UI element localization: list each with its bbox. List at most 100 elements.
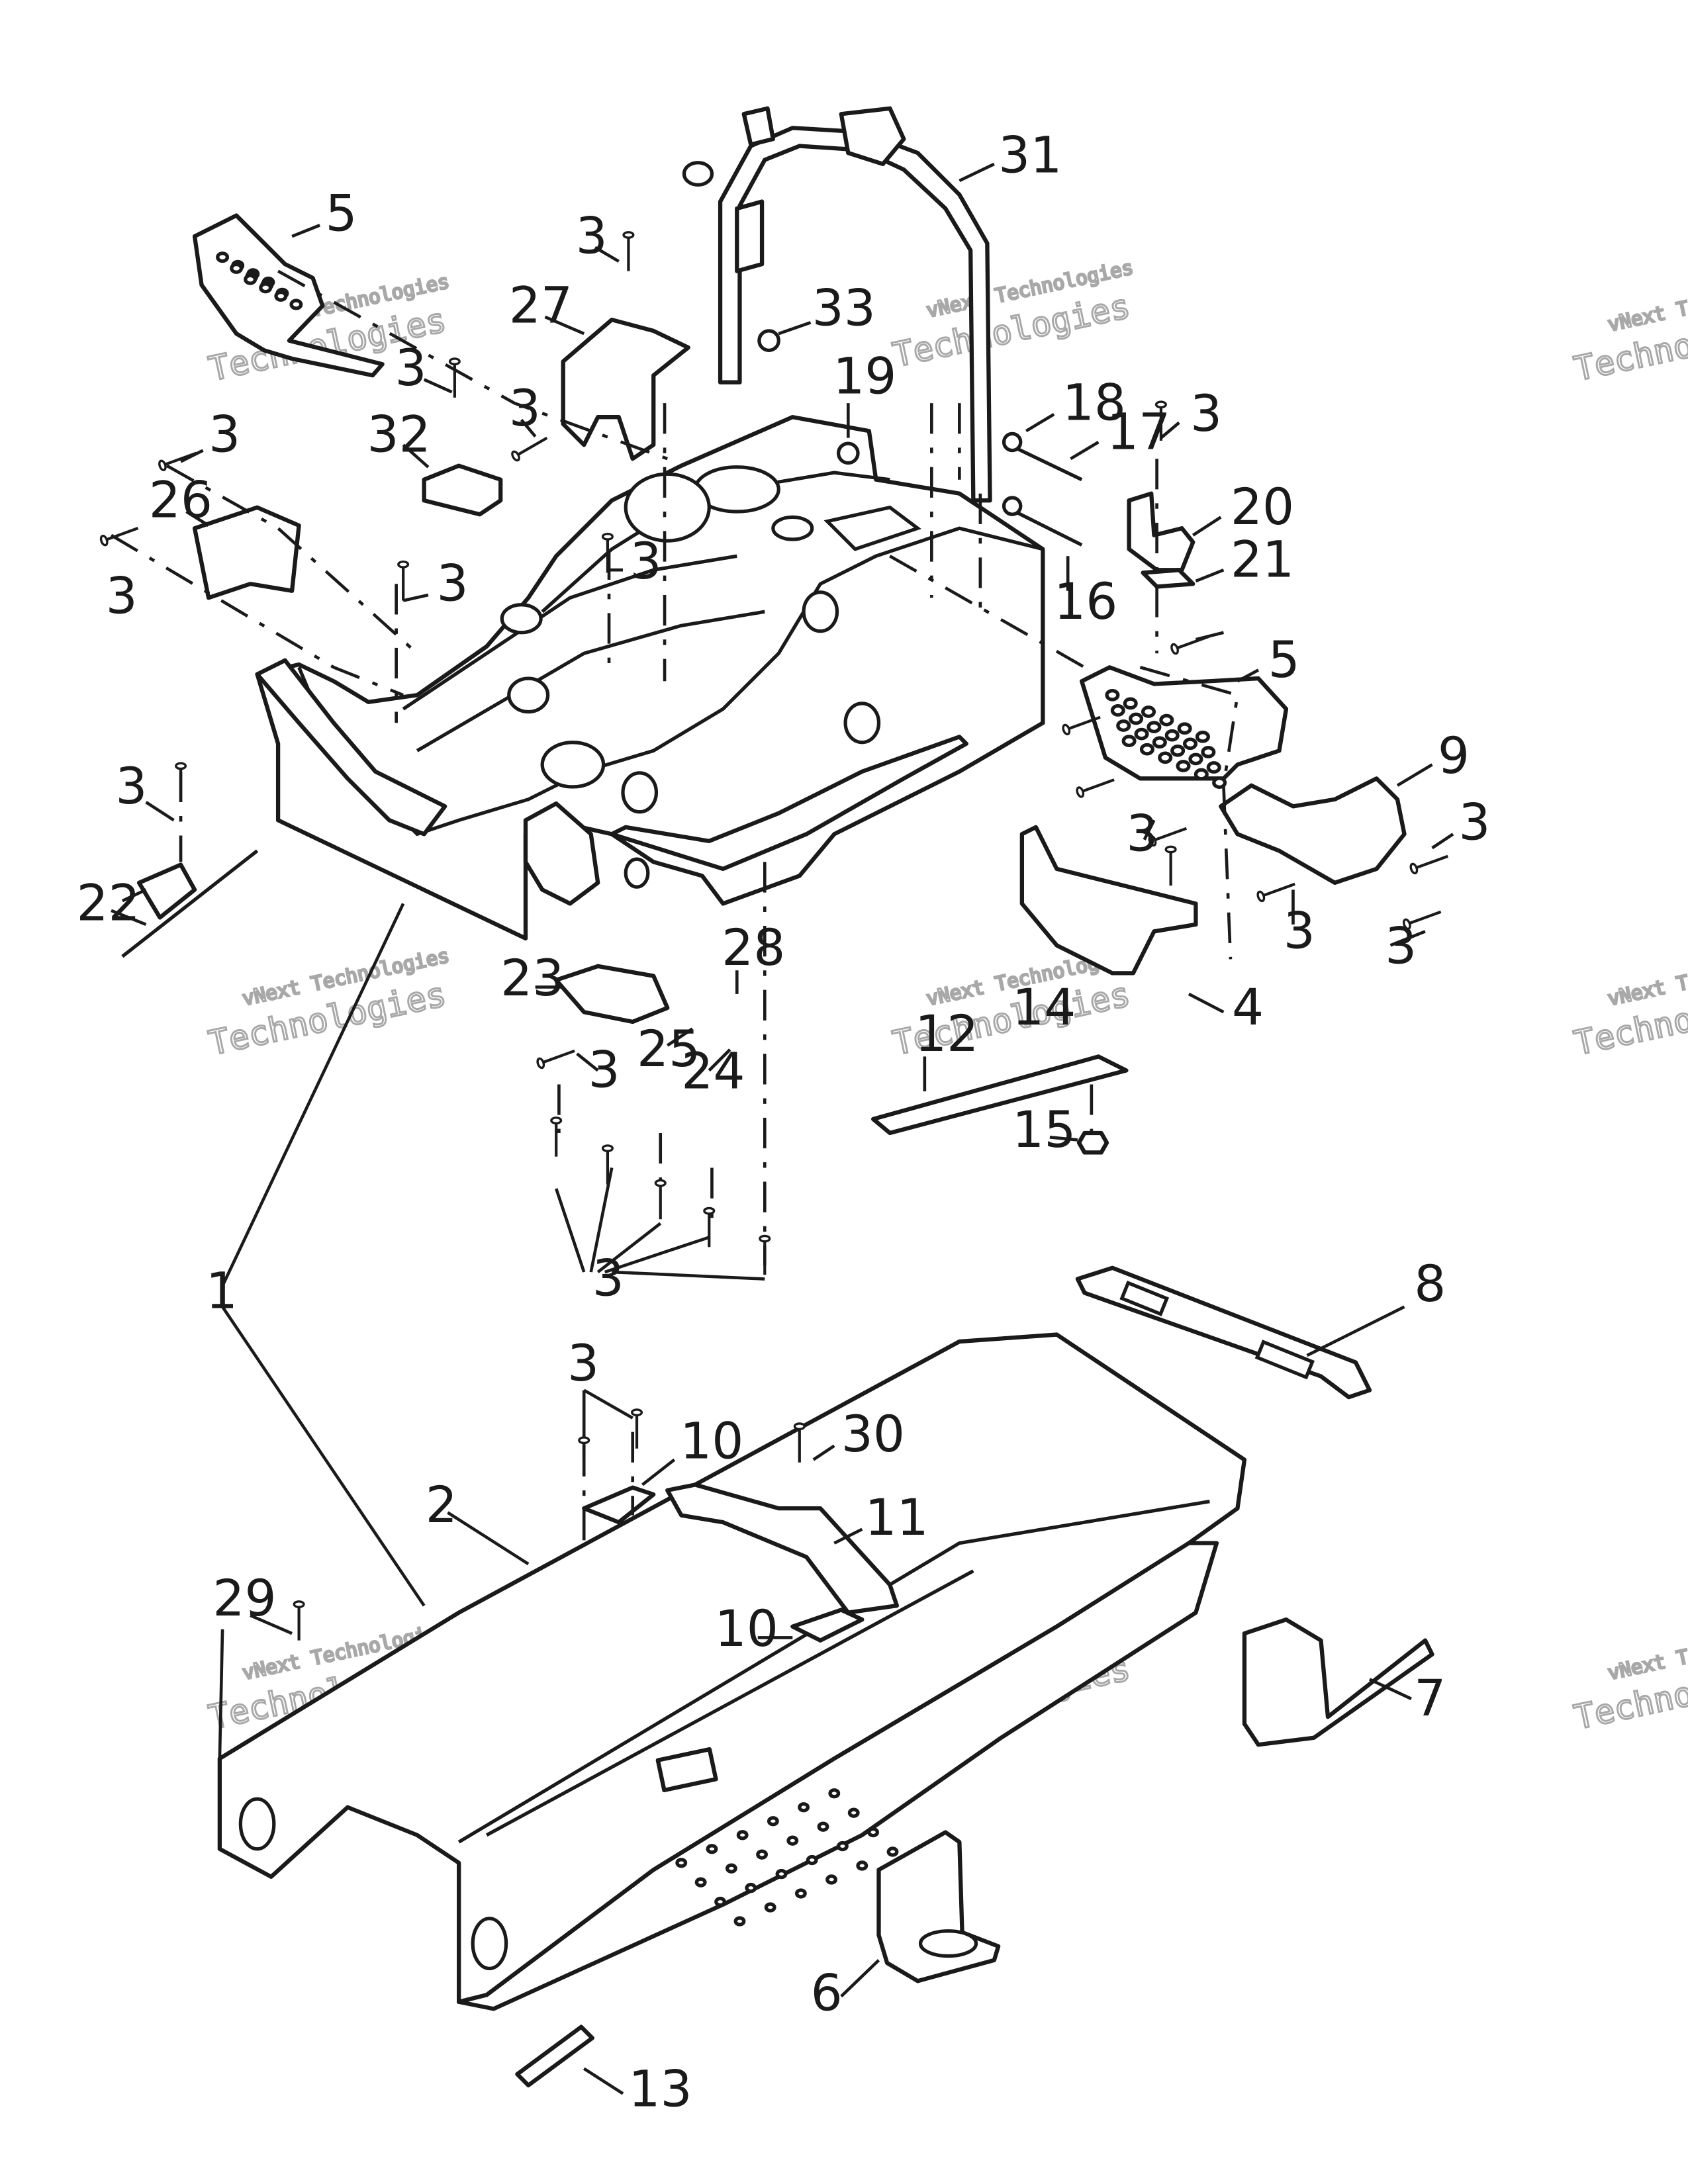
vent-hole xyxy=(806,1854,818,1866)
dashed-guides xyxy=(110,269,1240,1543)
callout-c20: 20 xyxy=(1231,478,1294,536)
rivet-3 xyxy=(448,357,461,398)
plate-8-slot xyxy=(1119,1281,1170,1316)
rivet-3 xyxy=(703,1206,716,1248)
vent-hole xyxy=(1121,735,1137,747)
callout-c15: 15 xyxy=(1012,1101,1076,1159)
rivet-3 xyxy=(759,1234,771,1275)
callout-c3p: 3 xyxy=(567,1334,599,1392)
vent-hole xyxy=(1182,737,1198,751)
vent-hole xyxy=(244,273,258,285)
callout-c3g: 3 xyxy=(437,554,469,612)
frame-hole xyxy=(621,771,659,814)
callout-c9: 9 xyxy=(1438,727,1470,785)
callout-c13: 13 xyxy=(628,2060,692,2118)
watermark-line1: vNext Technologies xyxy=(1606,944,1688,1010)
detail-circle xyxy=(624,472,711,543)
callout-c28: 28 xyxy=(722,919,785,977)
vent-hole xyxy=(675,1858,688,1868)
callout-c11: 11 xyxy=(865,1488,929,1547)
vent-hole xyxy=(1105,688,1120,702)
vent-hole xyxy=(714,1896,726,1907)
vent-hole xyxy=(1141,705,1156,718)
frame-hole xyxy=(624,857,650,889)
callout-c22: 22 xyxy=(77,874,140,933)
vent-hole xyxy=(736,1830,749,1841)
bracket-9 xyxy=(1219,776,1407,886)
rivet-3 xyxy=(511,436,548,462)
callout-c18: 18 xyxy=(1062,373,1126,432)
bracket-7 xyxy=(1242,1617,1434,1747)
vent-hole xyxy=(856,1860,868,1871)
hinge-23 xyxy=(554,964,670,1024)
vent-hole xyxy=(1123,697,1138,710)
front-bracket xyxy=(523,801,600,906)
callout-c26: 26 xyxy=(149,471,212,529)
vent-hole xyxy=(1116,719,1131,732)
callout-c17: 17 xyxy=(1107,402,1170,461)
callout-c3d: 3 xyxy=(1190,385,1222,443)
vent-hole xyxy=(259,282,273,294)
rivet-3 xyxy=(1409,854,1448,875)
guard-plate-left xyxy=(192,213,385,378)
callout-c27: 27 xyxy=(509,276,573,334)
steering-loop-plate xyxy=(735,199,765,273)
rivet-3 xyxy=(1076,778,1115,798)
plate-21 xyxy=(1141,568,1196,589)
vent-hole xyxy=(1134,727,1149,741)
vent-hole xyxy=(733,1916,746,1927)
vent-hole xyxy=(756,1849,768,1860)
callout-c24: 24 xyxy=(681,1042,745,1101)
tunnel-hole xyxy=(238,1797,276,1851)
rivet-3 xyxy=(630,1408,643,1449)
rivet-3 xyxy=(158,451,197,471)
callout-c30: 30 xyxy=(841,1405,905,1463)
callout-c7: 7 xyxy=(1414,1669,1446,1727)
watermark-line1: vNext Technologies xyxy=(1606,270,1688,336)
frame-hole xyxy=(500,603,543,635)
nut-15 xyxy=(1076,1130,1109,1155)
vent-hole xyxy=(745,1882,757,1893)
callout-c3m: 3 xyxy=(1385,917,1417,976)
frame-hole xyxy=(843,702,881,745)
vent-hole xyxy=(828,1788,841,1799)
callout-c3f: 3 xyxy=(106,567,138,625)
rod-22 xyxy=(121,849,259,958)
callout-c10b: 10 xyxy=(715,1600,778,1658)
vent-hole xyxy=(1170,744,1186,757)
vent-hole xyxy=(289,298,303,310)
bracket-27 xyxy=(561,317,690,461)
rivet-3 xyxy=(601,532,614,573)
plate-26 xyxy=(192,505,301,600)
tunnel-assembly xyxy=(217,1332,1247,2011)
vent-hole xyxy=(1129,712,1144,725)
vent-hole xyxy=(1110,704,1125,717)
arm-4 xyxy=(1019,825,1198,976)
upper-frame-assembly xyxy=(255,415,1045,941)
callout-c3l: 3 xyxy=(1284,902,1315,960)
watermark-line1: vNext Technologies xyxy=(1606,1618,1688,1684)
tunnel-lower-side xyxy=(457,1541,1219,2011)
vent-hole xyxy=(1139,743,1154,756)
callout-c2: 2 xyxy=(426,1476,457,1534)
frame-hole xyxy=(507,676,550,714)
vent-hole xyxy=(867,1827,880,1838)
callout-c6: 6 xyxy=(811,1964,843,2022)
frame-hole xyxy=(802,590,839,633)
vent-hole xyxy=(786,1835,799,1846)
vent-hole xyxy=(1177,722,1192,735)
rivet-3 xyxy=(1256,882,1295,903)
callout-c3n: 3 xyxy=(588,1041,620,1099)
rivet-3 xyxy=(793,1422,806,1463)
vent-hole xyxy=(836,1841,849,1852)
vent-hole xyxy=(767,1816,779,1827)
frame-crossmember xyxy=(402,554,765,752)
frame-slot xyxy=(823,505,921,551)
vent-hole xyxy=(1206,761,1221,774)
vent-hole xyxy=(274,290,288,302)
rivet-3 xyxy=(293,1600,305,1641)
bracket-6-hole xyxy=(918,1929,978,1958)
rivet-3 xyxy=(550,1116,563,1157)
